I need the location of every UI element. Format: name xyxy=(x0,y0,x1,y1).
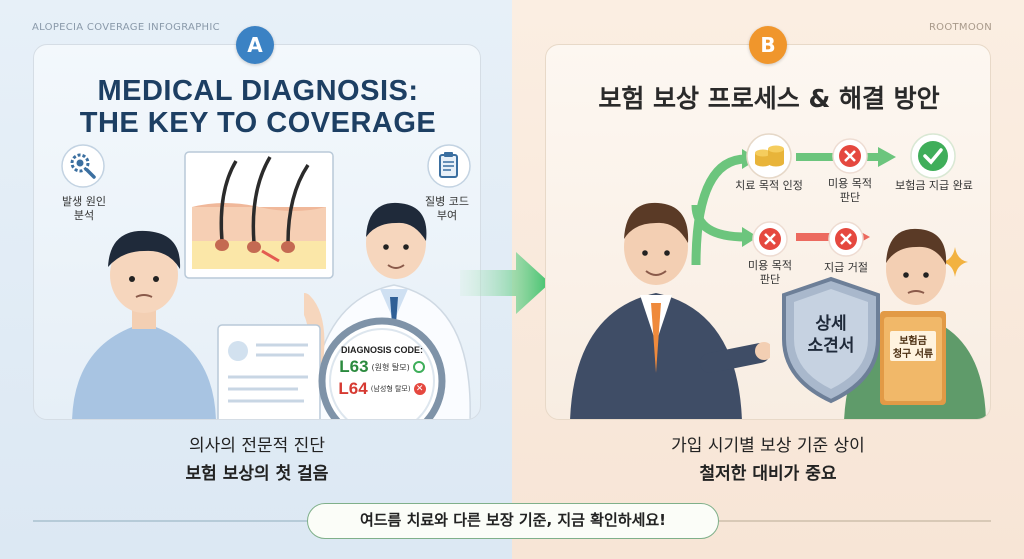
panel-b-caption-line1: 가입 시기별 보상 기준 상이 xyxy=(671,436,865,456)
diagnosis-heading: DIAGNOSIS CODE: xyxy=(340,345,423,355)
footer-banner: 여드름 치료와 다른 보장 기준, 지금 확인하세요! xyxy=(307,503,719,539)
label-cosmetic-1-line2: 판단 xyxy=(839,191,861,204)
diagnosis-code-row-l64: L64 (남성형 탈모) ✕ xyxy=(330,379,434,399)
code-l64-desc: (남성형 탈모) xyxy=(370,385,411,393)
label-cause-line2: 분석 xyxy=(73,209,95,222)
divider-right xyxy=(719,520,991,522)
label-cosmetic-2-line1: 미용 목적 xyxy=(748,259,792,272)
label-code-line2: 부여 xyxy=(436,209,458,222)
magnifier-diagnosis-illustration xyxy=(318,317,446,419)
folder-line2: 청구 서류 xyxy=(892,349,934,360)
code-l63: L63 xyxy=(339,357,369,376)
sparkle-icon xyxy=(942,247,968,277)
code-l63-desc: (원형 탈모) xyxy=(371,362,410,372)
label-cosmetic-judgment-2: 미용 목적 판단 xyxy=(734,259,806,287)
shield-icon xyxy=(782,276,880,404)
transition-arrow-icon xyxy=(460,252,550,314)
badge-a: A xyxy=(236,26,274,64)
check-success-icon xyxy=(910,133,956,179)
badge-b: B xyxy=(749,26,787,64)
divider-left xyxy=(33,520,307,522)
panel-a-caption: 의사의 전문적 진단 보험 보상의 첫 걸음 xyxy=(37,432,477,488)
label-cosmetic-1-line1: 미용 목적 xyxy=(828,177,872,190)
medical-record-document xyxy=(217,324,321,419)
panel-a-title-line2: THE KEY TO COVERAGE xyxy=(79,107,437,139)
clipboard-icon xyxy=(427,144,471,188)
scalp-cross-section-illustration xyxy=(184,151,334,279)
panel-a-title-line1: MEDICAL DIAGNOSIS: xyxy=(97,75,419,107)
label-cosmetic-judgment-1: 미용 목적 판단 xyxy=(814,177,886,205)
reject-icon-cosmetic xyxy=(832,138,868,174)
folder-label: 보험금 청구 서류 xyxy=(880,335,946,361)
patient-illustration xyxy=(72,230,216,419)
label-payment-complete: 보험금 지급 완료 xyxy=(895,179,973,192)
panel-medical-diagnosis: MEDICAL DIAGNOSIS: THE KEY TO COVERAGE 발… xyxy=(33,44,481,420)
panel-b-caption-line2: 철저한 대비가 중요 xyxy=(699,464,837,484)
label-disease-code: 질병 코드 부여 xyxy=(412,195,480,223)
diagnosis-code-row-l63: L63 (원형 탈모) xyxy=(330,357,434,377)
panel-a-caption-line2: 보험 보상의 첫 걸음 xyxy=(185,464,329,484)
brand-tag: ROOTMOON xyxy=(928,22,992,33)
label-cause-analysis: 발생 원인 분석 xyxy=(52,195,116,223)
shield-label: 상세 소견서 xyxy=(786,313,876,357)
coins-icon xyxy=(746,133,792,179)
panel-b-title: 보험 보상 프로세스 & 해결 방안 xyxy=(598,84,940,113)
code-l64: L64 xyxy=(338,379,368,398)
panel-b-caption: 가입 시기별 보상 기준 상이 철저한 대비가 중요 xyxy=(548,432,988,488)
x-circle-icon: ✕ xyxy=(413,383,426,395)
shield-line1: 상세 xyxy=(815,314,847,334)
label-code-line1: 질병 코드 xyxy=(425,195,469,208)
panel-a-caption-line1: 의사의 전문적 진단 xyxy=(189,436,325,456)
label-payment-denied: 지급 거절 xyxy=(824,261,868,274)
label-cosmetic-2-line2: 판단 xyxy=(759,273,781,286)
reject-icon-cosmetic-2 xyxy=(752,221,788,257)
gear-magnify-icon xyxy=(61,144,105,188)
reject-icon-denied xyxy=(828,221,864,257)
panel-a-title: MEDICAL DIAGNOSIS: THE KEY TO COVERAGE xyxy=(34,75,480,139)
label-treatment-recognized: 치료 목적 인정 xyxy=(735,179,803,192)
label-cause-line1: 발생 원인 xyxy=(62,195,106,208)
panel-insurance-process: 보험 보상 프로세스 & 해결 방안 치료 목적 인정 미용 목적 판단 xyxy=(545,44,991,420)
check-circle-icon xyxy=(412,361,425,373)
infographic-tag: ALOPECIA COVERAGE INFOGRAPHIC xyxy=(32,22,220,33)
claim-folder-icon xyxy=(880,311,946,405)
folder-line1: 보험금 xyxy=(899,336,927,347)
shield-line2: 소견서 xyxy=(807,336,855,356)
insurance-agent-illustration xyxy=(570,202,770,419)
